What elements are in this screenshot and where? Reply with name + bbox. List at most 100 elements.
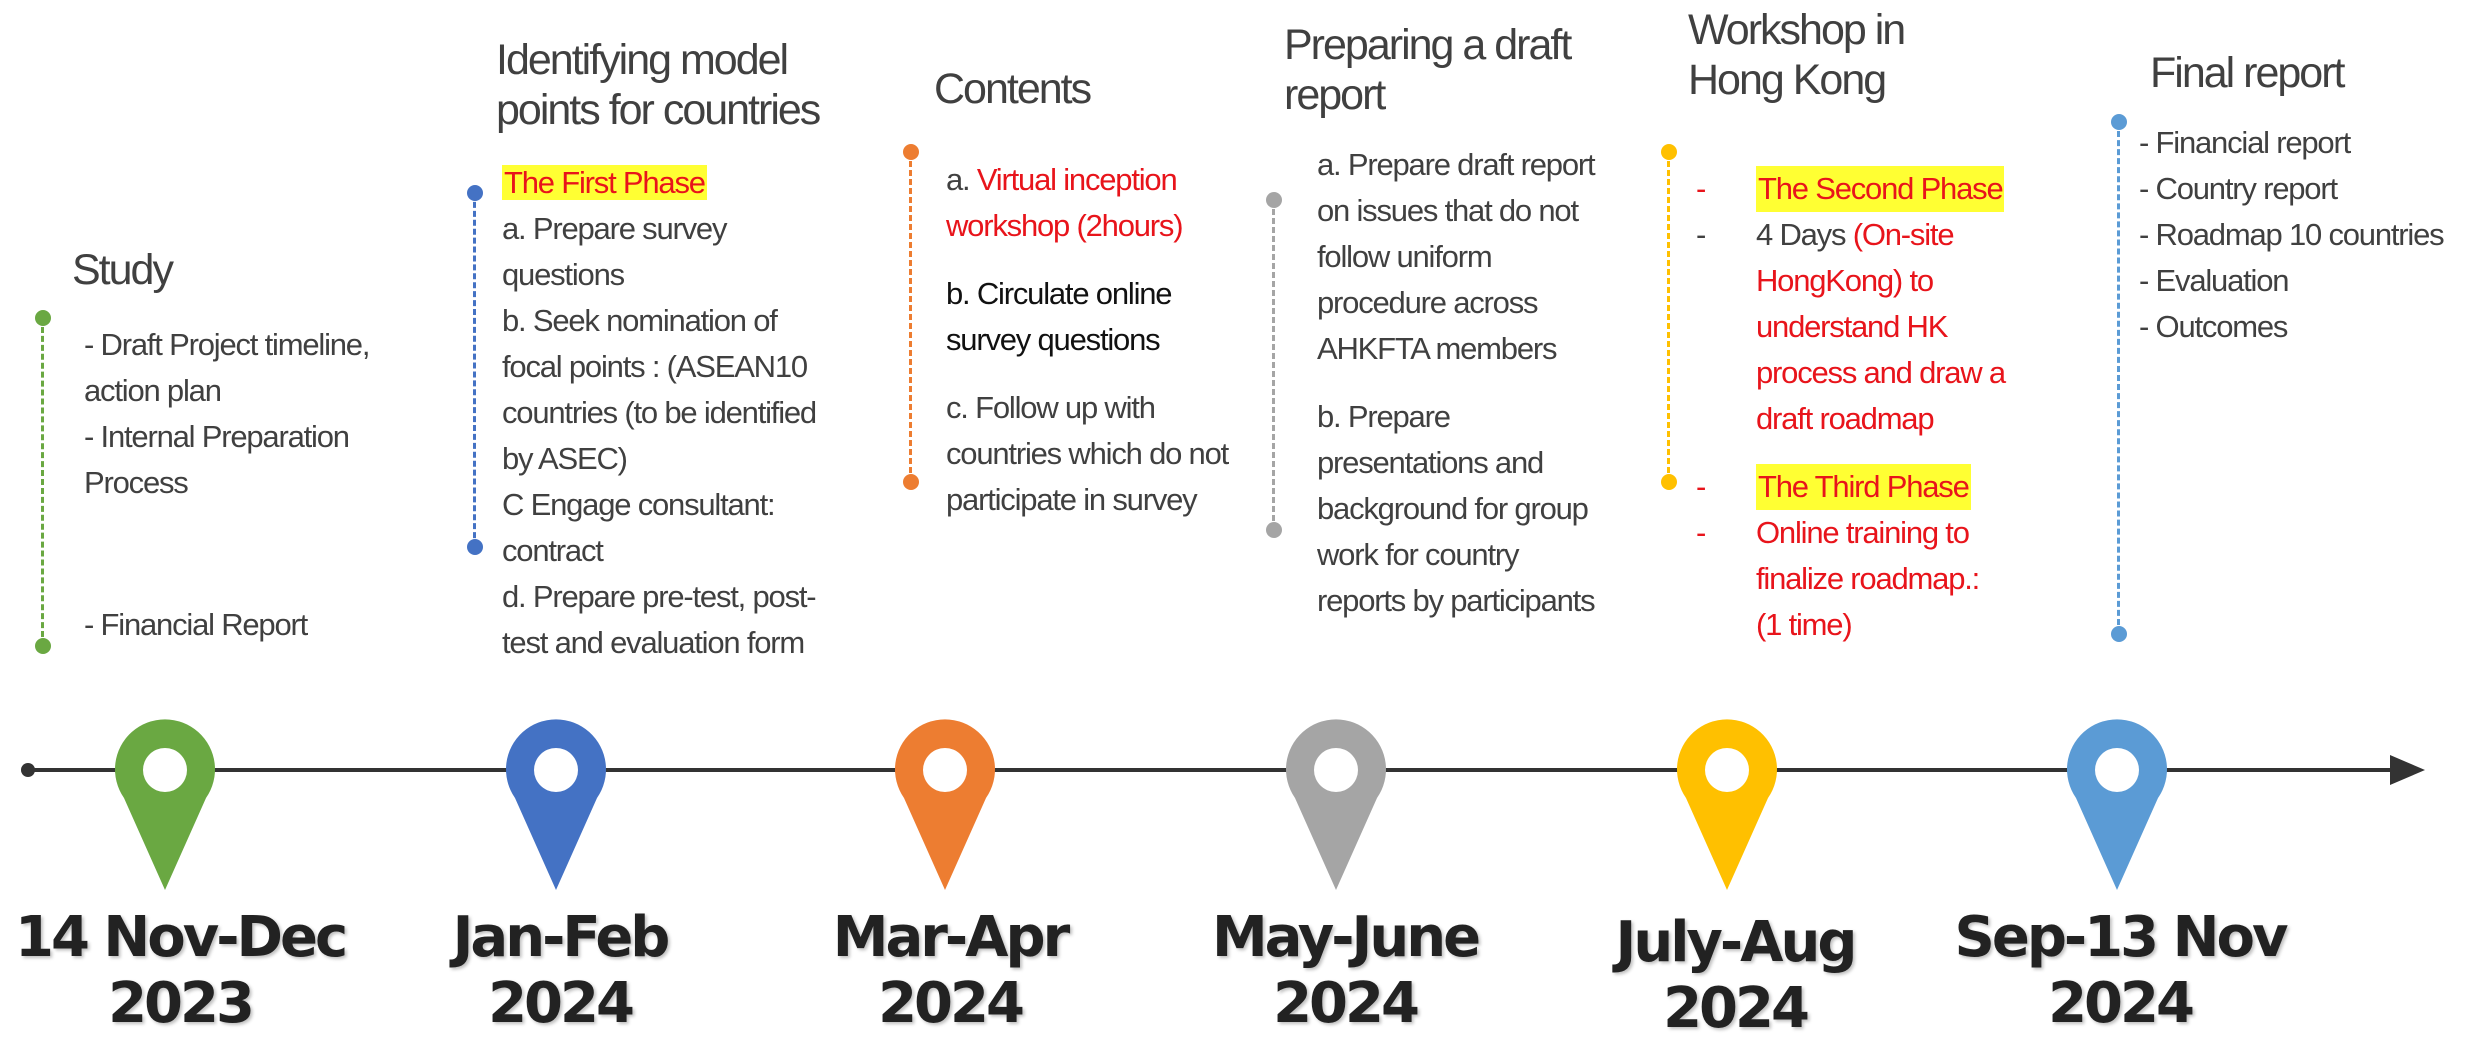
third-phase-line: finalize roadmap.: bbox=[1756, 561, 1980, 596]
contents-connector-bottom-dot bbox=[903, 474, 919, 490]
identifying-line: by ASEC) bbox=[502, 441, 628, 476]
identifying-line: test and evaluation form bbox=[502, 625, 805, 660]
draft-item-b-cont: reports by participants bbox=[1317, 583, 1596, 618]
study-connector-bottom-dot bbox=[35, 638, 51, 654]
contents-connector-top-dot bbox=[903, 144, 919, 160]
final-line: - Evaluation bbox=[2139, 263, 2290, 298]
pin-marker-contents bbox=[895, 719, 995, 890]
study-line: - Financial Report bbox=[84, 607, 308, 642]
second-phase-row: - The Second Phase bbox=[1696, 166, 2005, 212]
final-connector bbox=[2117, 122, 2120, 634]
phase1-connector-bottom-dot bbox=[467, 539, 483, 555]
days-line: process and draw a bbox=[1756, 355, 2006, 390]
final-title: Final report bbox=[2150, 49, 2345, 97]
draft-item-b: b. Prepare bbox=[1317, 399, 1451, 434]
draft-item-b-cont: work for country bbox=[1317, 537, 1520, 572]
identifying-line: questions bbox=[502, 257, 625, 292]
identifying-line: C Engage consultant: bbox=[502, 487, 776, 522]
pin-hole-contents bbox=[923, 748, 967, 792]
pin-hole-study bbox=[143, 748, 187, 792]
study-connector bbox=[41, 318, 44, 646]
workshop-connector-bottom-dot bbox=[1661, 474, 1677, 490]
draft-item-b-cont: presentations and bbox=[1317, 445, 1544, 480]
final-line: - Roadmap 10 countries bbox=[2139, 217, 2445, 252]
third-phase-desc-row: - Online training to bbox=[1696, 515, 1970, 550]
workshop-title: Workshop in Hong Kong bbox=[1688, 6, 1906, 104]
study-title: Study bbox=[72, 246, 174, 294]
draft-item-a-cont: on issues that do not bbox=[1317, 193, 1579, 228]
contents-item-a: a. Virtual inception bbox=[946, 162, 1178, 197]
workshop-connector-top-dot bbox=[1661, 144, 1677, 160]
pin-marker-study bbox=[114, 719, 215, 890]
pin-marker-final bbox=[2067, 719, 2167, 890]
pin-marker-workshop bbox=[1677, 719, 1777, 890]
final-line: - Outcomes bbox=[2139, 309, 2288, 344]
timeline-arrowhead bbox=[2390, 755, 2425, 785]
days-line: draft roadmap bbox=[1756, 401, 1935, 436]
final-connector-bottom-dot bbox=[2111, 626, 2127, 642]
contents-item-a-cont: workshop (2hours) bbox=[946, 208, 1184, 243]
pin-hole-workshop bbox=[1705, 748, 1749, 792]
final-details: - Financial report - Country report - Ro… bbox=[2139, 120, 2445, 350]
contents-item-c-cont: countries which do not bbox=[946, 436, 1229, 471]
pin-marker-identifying bbox=[506, 719, 607, 890]
study-line: action plan bbox=[84, 373, 222, 408]
final-connector-top-dot bbox=[2111, 114, 2127, 130]
third-phase-line: (1 time) bbox=[1756, 607, 1853, 642]
draft-item-a-cont: follow uniform bbox=[1317, 239, 1493, 274]
identifying-line: contract bbox=[502, 533, 604, 568]
identifying-title: Identifying model points for countries bbox=[496, 36, 821, 134]
first-phase-label: The First Phase bbox=[502, 165, 707, 200]
draft-item-a-cont: AHKFTA members bbox=[1317, 331, 1557, 366]
contents-item-c-cont: participate in survey bbox=[946, 482, 1198, 517]
second-phase-label: The Second Phase bbox=[1756, 166, 2005, 212]
workshop-details: - The Second Phase - 4 Days (On-site Hon… bbox=[1696, 166, 2006, 648]
draft-item-b-cont: background for group bbox=[1317, 491, 1589, 526]
days-row: - 4 Days (On-site bbox=[1696, 217, 1955, 252]
draft-title: Preparing a draft report bbox=[1284, 21, 1572, 119]
final-line: - Country report bbox=[2139, 171, 2338, 206]
contents-title: Contents bbox=[934, 65, 1092, 113]
contents-item-b: b. Circulate online bbox=[946, 276, 1173, 311]
identifying-line: b. Seek nomination of bbox=[502, 303, 778, 338]
identifying-line: focal points : (ASEAN10 bbox=[502, 349, 808, 384]
contents-details: a. Virtual inception workshop (2hours) b… bbox=[946, 157, 1229, 523]
contents-connector bbox=[909, 152, 912, 482]
study-line: - Internal Preparation bbox=[84, 419, 350, 454]
draft-connector-bottom-dot bbox=[1266, 522, 1282, 538]
draft-item-a-cont: procedure across bbox=[1317, 285, 1539, 320]
identifying-line: countries (to be identified bbox=[502, 395, 817, 430]
contents-item-c: c. Follow up with bbox=[946, 390, 1156, 425]
phase1-connector bbox=[473, 193, 476, 547]
days-line: HongKong) to bbox=[1756, 263, 1934, 298]
workshop-connector bbox=[1667, 152, 1670, 482]
study-details: - Draft Project timeline, action plan - … bbox=[84, 322, 370, 648]
identifying-details: The First Phase a. Prepare survey questi… bbox=[502, 160, 817, 666]
final-line: - Financial report bbox=[2139, 125, 2351, 160]
identifying-line: a. Prepare survey bbox=[502, 211, 727, 246]
study-line bbox=[84, 506, 369, 602]
draft-details: a. Prepare draft report on issues that d… bbox=[1317, 142, 1596, 624]
identifying-line: d. Prepare pre-test, post- bbox=[502, 579, 817, 614]
study-connector-top-dot bbox=[35, 310, 51, 326]
pin-hole-draft bbox=[1314, 748, 1358, 792]
contents-item-b-cont: survey questions bbox=[946, 322, 1161, 357]
draft-connector-top-dot bbox=[1266, 192, 1282, 208]
study-line: Process bbox=[84, 465, 189, 500]
pin-hole-identifying bbox=[534, 748, 578, 792]
draft-connector bbox=[1272, 200, 1275, 530]
pin-marker-draft bbox=[1285, 719, 1386, 890]
third-phase-row: - The Third Phase bbox=[1696, 464, 2005, 510]
phase1-connector-top-dot bbox=[467, 185, 483, 201]
study-line: - Draft Project timeline, bbox=[84, 327, 370, 362]
pin-hole-final bbox=[2095, 748, 2139, 792]
draft-item-a: a. Prepare draft report bbox=[1317, 147, 1596, 182]
third-phase-label: The Third Phase bbox=[1756, 464, 1971, 510]
